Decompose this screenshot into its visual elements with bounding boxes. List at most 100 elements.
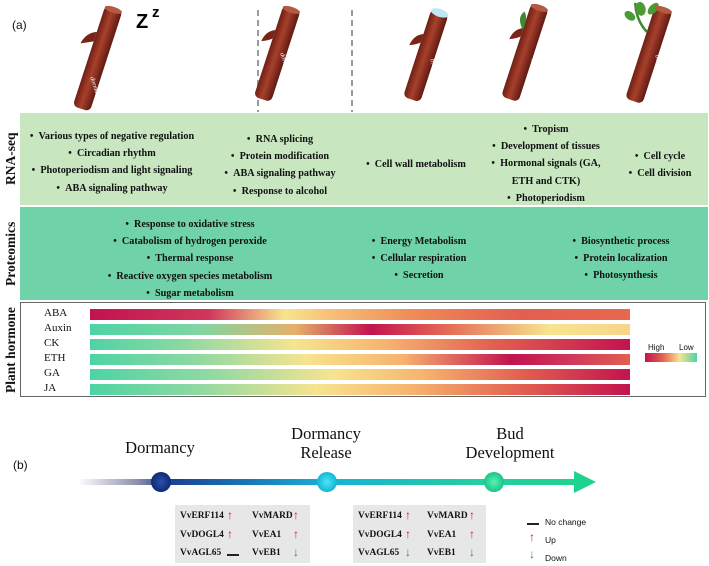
stage-dot-dormancy bbox=[151, 472, 171, 492]
legend-up-arrow-icon: ↑ bbox=[529, 530, 535, 544]
up-arrow-icon: ↑ bbox=[293, 508, 299, 522]
up-arrow-icon: ↑ bbox=[405, 527, 411, 541]
list-item: Energy Metabolism bbox=[356, 233, 482, 250]
gene-box-2 bbox=[353, 505, 486, 563]
sleep-zz-icon: Z z bbox=[136, 4, 160, 33]
no-change-dash-icon bbox=[227, 554, 239, 556]
up-arrow-icon: ↑ bbox=[469, 527, 475, 541]
gene-box-1 bbox=[175, 505, 310, 563]
rnaseq-list-5: Cell cycle Cell division bbox=[618, 148, 702, 182]
gene-label: VvEB1 bbox=[427, 548, 456, 558]
hormone-label: ETH bbox=[44, 352, 66, 364]
twig-budbreak-icon bbox=[502, 3, 548, 101]
list-item: ABA signaling pathway bbox=[22, 180, 202, 197]
row-label-hormone: Plant hormone bbox=[3, 307, 18, 393]
list-item: Protein modification bbox=[210, 148, 350, 165]
list-item: Biosynthetic process bbox=[556, 233, 686, 250]
gene-label: VvERF114 bbox=[180, 511, 224, 521]
gene-label: VvMARD bbox=[252, 511, 293, 521]
row-label-proteomics: Proteomics bbox=[3, 221, 18, 286]
list-item: • Tropism bbox=[523, 124, 569, 135]
down-arrow-icon: ↓ bbox=[405, 545, 411, 559]
legend-down-label: Down bbox=[545, 553, 567, 563]
gene-label: VvERF114 bbox=[358, 511, 402, 521]
gene-label: VvDOGL4 bbox=[180, 530, 224, 540]
rnaseq-list-4: • Tropism • Development of tissues • Hor… bbox=[478, 121, 614, 207]
gene-label: VvEA1 bbox=[252, 530, 282, 540]
list-item: Photoperiodism and light signaling bbox=[22, 162, 202, 179]
up-arrow-icon: ↑ bbox=[227, 508, 233, 522]
list-item: Cell wall metabolism bbox=[356, 156, 476, 173]
list-item: Thermal response bbox=[90, 250, 290, 267]
list-item: Sugar metabolism bbox=[90, 285, 290, 302]
legend-up-label: Up bbox=[545, 535, 556, 545]
dormant-twig-icon bbox=[73, 5, 122, 111]
list-item: Photosynthesis bbox=[556, 267, 686, 284]
list-item: Cellular respiration bbox=[356, 250, 482, 267]
stage-illustrations: Z z bbox=[73, 1, 672, 112]
hormone-label: ABA bbox=[44, 307, 68, 319]
list-item: Various types of negative regulation bbox=[22, 128, 202, 145]
gene-label: VvEB1 bbox=[252, 548, 281, 558]
hormone-bar-ga bbox=[90, 369, 630, 380]
legend-no-change-label: No change bbox=[545, 517, 587, 527]
proteomics-list-3: Biosynthetic process Protein localizatio… bbox=[556, 233, 686, 285]
hormone-label: JA bbox=[44, 382, 57, 394]
list-item: Cell cycle bbox=[618, 148, 702, 165]
rnaseq-list-3: Cell wall metabolism bbox=[356, 156, 476, 173]
twig-release-icon bbox=[255, 5, 300, 101]
heatmap-legend-label-high: High bbox=[648, 343, 665, 352]
panel-a-label: (a) bbox=[12, 18, 27, 32]
gene-label: VvEA1 bbox=[427, 530, 457, 540]
list-item: • Hormonal signals (GA, bbox=[491, 158, 601, 170]
list-item: Cell division bbox=[618, 165, 702, 182]
rnaseq-list-1: Various types of negative regulation Cir… bbox=[22, 128, 202, 197]
list-item-wrap: ETH and CTK) bbox=[511, 175, 581, 187]
down-arrow-icon: ↓ bbox=[293, 545, 299, 559]
arrowhead-icon bbox=[574, 471, 596, 493]
list-item: Secretion bbox=[356, 267, 482, 284]
heatmap-legend-bar bbox=[645, 353, 697, 362]
list-item: Protein localization bbox=[556, 250, 686, 267]
twig-bleeding-icon bbox=[404, 8, 449, 101]
hormone-label: GA bbox=[44, 367, 60, 379]
list-item: • Development of tissues bbox=[492, 141, 600, 153]
row-label-rnaseq: RNA-seq bbox=[3, 132, 18, 186]
list-item: ABA signaling pathway bbox=[210, 165, 350, 182]
gene-label: VvMARD bbox=[427, 511, 468, 521]
twig-bud-development-icon bbox=[624, 1, 672, 103]
timeline-arrow bbox=[78, 471, 596, 493]
legend-no-change-dash-icon bbox=[527, 523, 539, 525]
gene-label: VvAGL65 bbox=[180, 548, 222, 558]
timeline-stage-dormancy: Dormancy bbox=[125, 438, 195, 457]
rnaseq-list-2: RNA splicing Protein modification ABA si… bbox=[210, 131, 350, 200]
down-arrow-icon: ↓ bbox=[469, 545, 475, 559]
stage-dot-bud-development bbox=[484, 472, 504, 492]
up-arrow-icon: ↑ bbox=[469, 508, 475, 522]
proteomics-list-2: Energy Metabolism Cellular respiration S… bbox=[356, 233, 482, 285]
heatmap-legend-label-low: Low bbox=[679, 343, 694, 352]
proteomics-list-1: Response to oxidative stress Catabolism … bbox=[90, 216, 290, 302]
panel-b-label: (b) bbox=[13, 458, 28, 472]
list-item: Circadian rhythm bbox=[22, 145, 202, 162]
svg-text:Z: Z bbox=[136, 11, 148, 33]
hormone-bar-eth bbox=[90, 354, 630, 365]
stage-dot-release bbox=[317, 472, 337, 492]
list-item: RNA splicing bbox=[210, 131, 350, 148]
hormone-bar-auxin bbox=[90, 324, 630, 335]
list-item: • Photoperiodism bbox=[507, 192, 585, 204]
list-item: Response to oxidative stress bbox=[90, 216, 290, 233]
list-item: Reactive oxygen species metabolism bbox=[90, 268, 290, 285]
legend-down-arrow-icon: ↓ bbox=[529, 547, 535, 561]
up-arrow-icon: ↑ bbox=[405, 508, 411, 522]
svg-text:z: z bbox=[152, 4, 160, 21]
hormone-label: CK bbox=[44, 337, 60, 349]
list-item: Response to alcohol bbox=[210, 183, 350, 200]
gene-label: VvDOGL4 bbox=[358, 530, 402, 540]
hormone-bar-aba bbox=[90, 309, 630, 320]
hormone-bar-ja bbox=[90, 384, 630, 395]
up-arrow-icon: ↑ bbox=[293, 527, 299, 541]
up-arrow-icon: ↑ bbox=[227, 527, 233, 541]
